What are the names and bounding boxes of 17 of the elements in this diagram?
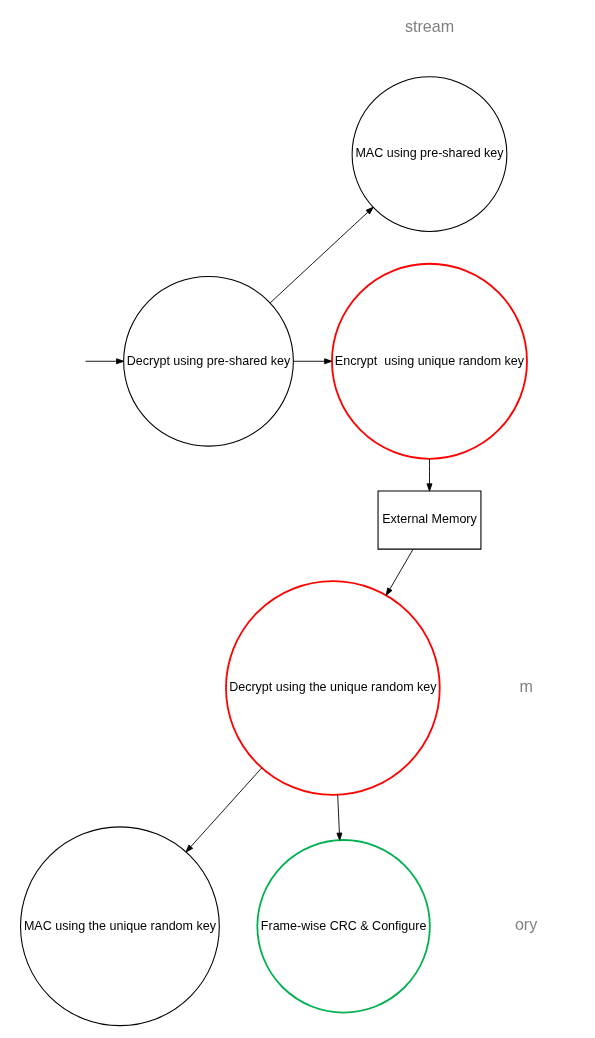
arrow <box>85 358 125 365</box>
arrow <box>293 358 333 365</box>
node-circle: Decrypt using the unique random key <box>225 580 441 796</box>
arrow <box>269 206 374 304</box>
node-circle: Decrypt using pre-shared key <box>123 275 294 447</box>
arrow <box>336 794 343 841</box>
arrow <box>185 767 263 853</box>
node-circle: Frame-wise CRC & Configure <box>256 839 431 1014</box>
label: stream <box>404 17 455 36</box>
label: m <box>519 676 533 695</box>
node-circle: MAC using pre-shared key <box>351 76 508 233</box>
arrow <box>426 458 433 492</box>
node-box: External Memory <box>377 490 482 550</box>
node-circle: Encrypt using unique random key <box>331 262 528 460</box>
arrow <box>385 548 414 596</box>
label: ory <box>514 915 538 934</box>
node-circle: MAC using the unique random key <box>20 826 220 1027</box>
